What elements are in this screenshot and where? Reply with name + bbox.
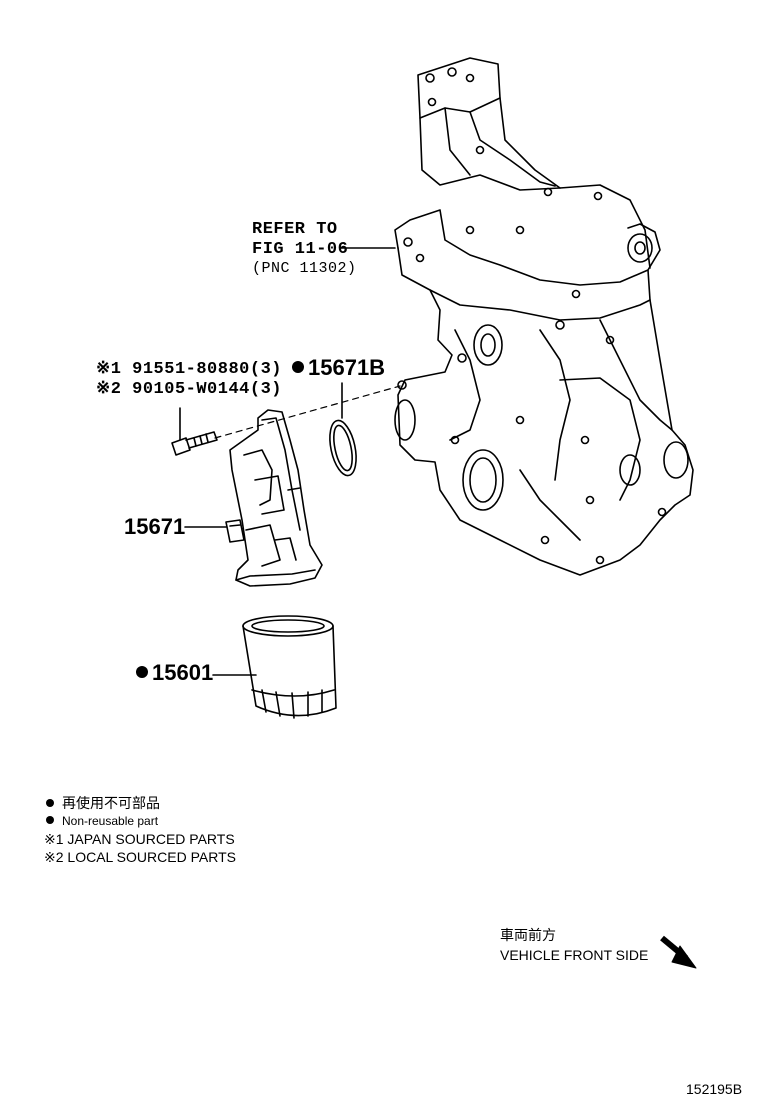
filter-part-number: 15601 <box>136 662 213 684</box>
bolt-drawing <box>171 407 218 456</box>
filter-bracket-drawing <box>225 409 323 587</box>
oil-filter-drawing <box>242 615 337 719</box>
legend-dot-icon <box>46 799 54 807</box>
housing-part-number: 15671 <box>124 514 186 539</box>
vehicle-front-jp: 車両前方 <box>500 927 556 943</box>
refer-to-line2: FIG 11-06 <box>252 240 349 259</box>
refer-to-line3: (PNC 11302) <box>252 260 357 277</box>
legend-nonreusable-jp: 再使用不可部品 <box>46 796 160 810</box>
bolt-part-number-japan: ※1 91551-80880(3) <box>96 360 282 379</box>
gasket-part-label: 15671B <box>308 355 386 380</box>
legend-dot-icon <box>46 816 54 824</box>
legend-japan-sourced: ※1 JAPAN SOURCED PARTS <box>44 831 235 847</box>
gasket-part-number: 15671B <box>292 357 385 379</box>
timing-cover-drawing <box>394 57 694 576</box>
legend-nonreusable-en-text: Non-reusable part <box>62 814 159 828</box>
alignment-dashed-line <box>214 385 401 439</box>
refer-to-line1: REFER TO <box>252 220 338 239</box>
filter-part-label: 15601 <box>152 660 214 685</box>
non-reusable-dot-icon <box>292 361 304 373</box>
non-reusable-dot-icon <box>136 666 148 678</box>
arrow-down-right-icon <box>660 935 697 969</box>
legend-nonreusable-en: Non-reusable part <box>46 815 158 827</box>
legend-nonreusable-jp-text: 再使用不可部品 <box>62 795 160 811</box>
oring-gasket-drawing <box>329 382 357 477</box>
figure-id: 152195B <box>686 1081 743 1097</box>
legend-local-sourced: ※2 LOCAL SOURCED PARTS <box>44 849 236 865</box>
bolt-part-number-local: ※2 90105-W0144(3) <box>96 380 282 399</box>
vehicle-front-en: VEHICLE FRONT SIDE <box>500 947 649 963</box>
